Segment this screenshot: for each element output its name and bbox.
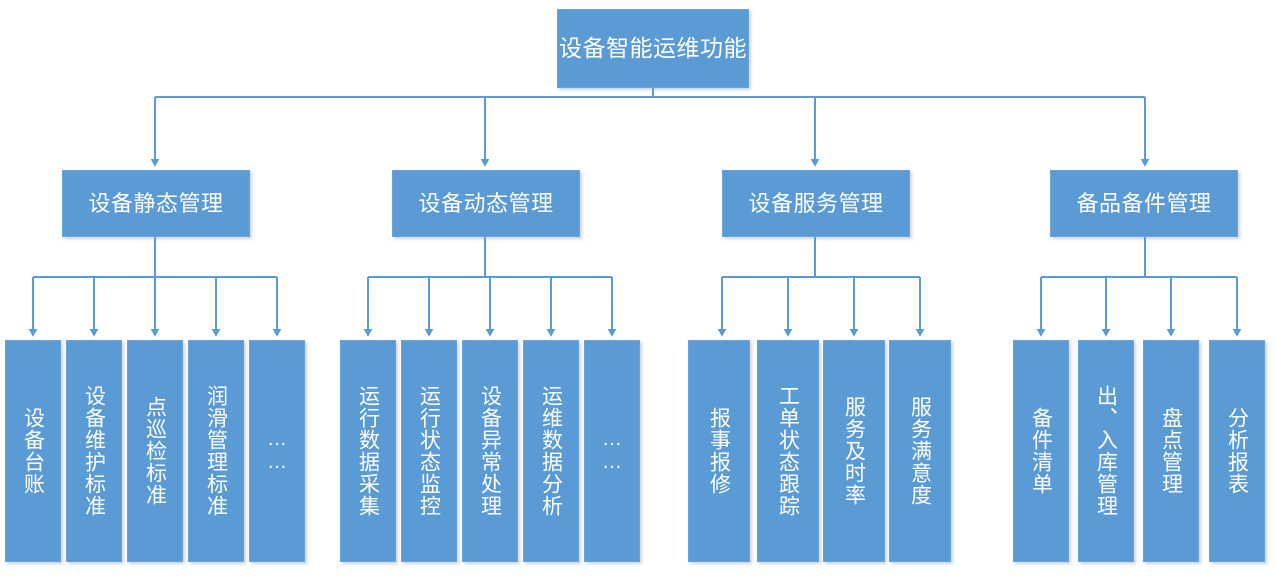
- leaf-node-2-4[interactable]: 运维数据分析: [523, 340, 579, 562]
- leaf-node-3-2-label: 工单状态跟踪: [776, 385, 800, 517]
- leaf-node-4-2-label: 出、入库管理: [1094, 385, 1118, 517]
- leaf-node-4-2[interactable]: 出、入库管理: [1078, 340, 1134, 562]
- leaf-node-4-4[interactable]: 分析报表: [1209, 340, 1265, 562]
- root-node[interactable]: 设备智能运维功能: [557, 9, 749, 88]
- leaf-node-4-3-label: 盘点管理: [1159, 407, 1183, 495]
- leaf-node-2-1-label: 运行数据采集: [356, 385, 380, 517]
- leaf-node-1-1[interactable]: 设备台账: [5, 340, 61, 562]
- leaf-node-2-4-label: 运维数据分析: [539, 385, 563, 517]
- branch-node-1-label: 设备静态管理: [88, 190, 224, 216]
- leaf-node-1-5[interactable]: ……: [249, 340, 305, 562]
- leaf-node-2-3-label: 设备异常处理: [478, 385, 502, 517]
- leaf-node-3-4-label: 服务满意度: [908, 396, 932, 506]
- leaf-node-3-3[interactable]: 服务及时率: [823, 340, 885, 562]
- leaf-node-1-3[interactable]: 点巡检标准: [127, 340, 183, 562]
- branch-node-4[interactable]: 备品备件管理: [1050, 170, 1238, 237]
- leaf-node-2-3[interactable]: 设备异常处理: [462, 340, 518, 562]
- leaf-node-2-5-label: ……: [601, 428, 623, 474]
- leaf-node-2-2[interactable]: 运行状态监控: [401, 340, 457, 562]
- leaf-node-1-4[interactable]: 润滑管理标准: [188, 340, 244, 562]
- leaf-node-2-1[interactable]: 运行数据采集: [340, 340, 396, 562]
- root-node-label: 设备智能运维功能: [559, 34, 747, 61]
- branch-node-3[interactable]: 设备服务管理: [722, 170, 910, 237]
- leaf-node-1-3-label: 点巡检标准: [143, 396, 167, 506]
- leaf-node-3-1-label: 报事报修: [707, 407, 731, 495]
- leaf-node-3-4[interactable]: 服务满意度: [889, 340, 951, 562]
- leaf-node-1-5-label: ……: [266, 428, 288, 474]
- branch-node-2[interactable]: 设备动态管理: [392, 170, 580, 237]
- leaf-node-3-1[interactable]: 报事报修: [688, 340, 750, 562]
- leaf-node-1-4-label: 润滑管理标准: [204, 385, 228, 517]
- leaf-node-1-2[interactable]: 设备维护标准: [66, 340, 122, 562]
- branch-node-2-label: 设备动态管理: [418, 190, 554, 216]
- leaf-node-1-2-label: 设备维护标准: [82, 385, 106, 517]
- branch-node-4-label: 备品备件管理: [1076, 190, 1212, 216]
- leaf-node-4-1-label: 备件清单: [1029, 407, 1053, 495]
- leaf-node-4-3[interactable]: 盘点管理: [1143, 340, 1199, 562]
- leaf-node-2-5[interactable]: ……: [584, 340, 640, 562]
- branch-node-1[interactable]: 设备静态管理: [62, 170, 250, 237]
- leaf-node-3-2[interactable]: 工单状态跟踪: [757, 340, 819, 562]
- leaf-node-1-1-label: 设备台账: [21, 407, 45, 495]
- leaf-node-2-2-label: 运行状态监控: [417, 385, 441, 517]
- leaf-node-3-3-label: 服务及时率: [842, 396, 866, 506]
- branch-node-3-label: 设备服务管理: [748, 190, 884, 216]
- leaf-node-4-4-label: 分析报表: [1225, 407, 1249, 495]
- leaf-node-4-1[interactable]: 备件清单: [1013, 340, 1069, 562]
